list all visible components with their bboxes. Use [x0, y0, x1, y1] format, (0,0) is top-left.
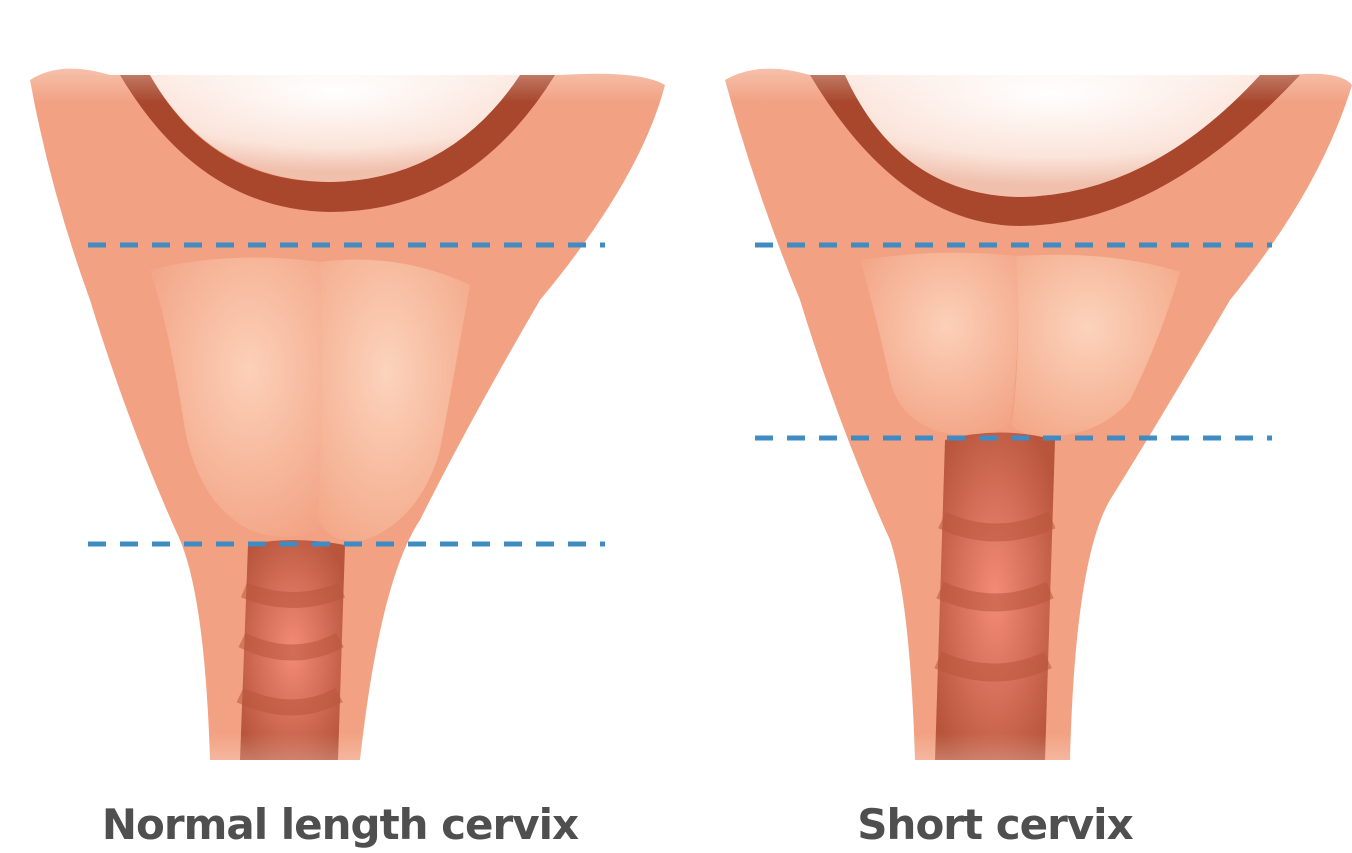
normal-cervix-caption: Normal length cervix	[60, 796, 620, 853]
short-cervix-caption: Short cervix	[735, 796, 1255, 853]
